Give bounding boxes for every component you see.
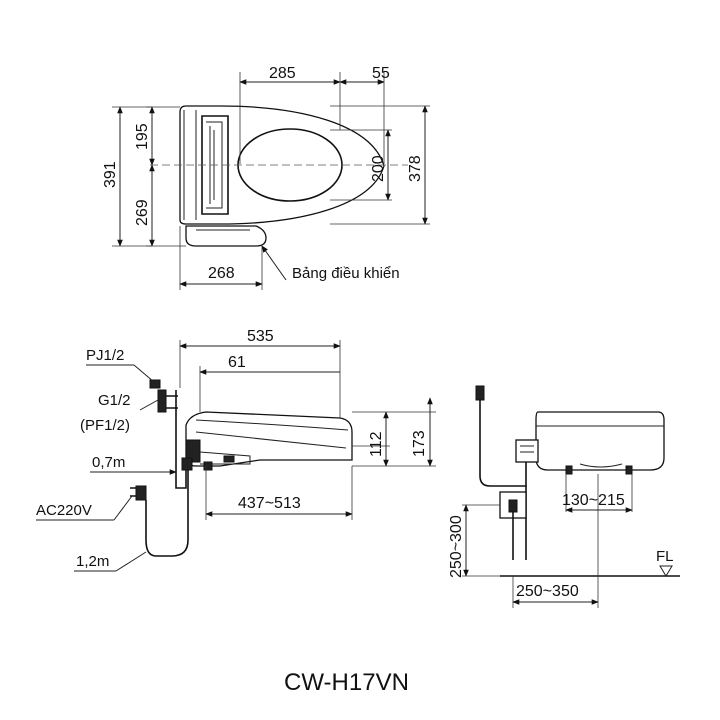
seat-rear-outline	[475, 385, 680, 577]
rear-view: 130~215 250~300 250~350 FL	[448, 385, 680, 608]
dim-173: 173	[411, 430, 428, 457]
dim-250-300: 250~300	[448, 515, 465, 578]
top-view: 285 55 391 195 269 200 378 268 Bảng điều…	[102, 65, 430, 290]
g-label: G1/2	[98, 392, 131, 409]
power-label: AC220V	[36, 502, 92, 519]
dim-378: 378	[407, 155, 424, 182]
dim-61: 61	[228, 354, 246, 371]
dim-55: 55	[372, 65, 390, 82]
dim-285: 285	[269, 65, 296, 82]
dim-391: 391	[102, 161, 119, 188]
control-panel-label: Bảng điều khiển	[292, 265, 400, 282]
pf-label: (PF1/2)	[80, 417, 130, 434]
cord-length-label: 1,2m	[76, 553, 109, 570]
pj-label: PJ1/2	[86, 347, 124, 364]
side-view: 535 61 112 173 437~513 PJ1/2 G1/2 (PF1/2…	[36, 328, 436, 572]
seat-side-outline	[130, 379, 353, 557]
floor-level-label: FL	[656, 548, 674, 565]
dim-112: 112	[368, 431, 385, 457]
dim-535: 535	[247, 328, 274, 345]
dim-195: 195	[134, 123, 151, 150]
model-name: CW-H17VN	[284, 669, 409, 696]
seat-top-outline	[150, 105, 408, 247]
dim-130-215: 130~215	[562, 492, 625, 509]
dim-269: 269	[134, 199, 151, 226]
dim-437-513: 437~513	[238, 495, 301, 512]
dim-200: 200	[370, 155, 387, 182]
dim-250-350: 250~350	[516, 583, 579, 600]
dim-268: 268	[208, 265, 235, 282]
hose-length-label: 0,7m	[92, 454, 125, 471]
